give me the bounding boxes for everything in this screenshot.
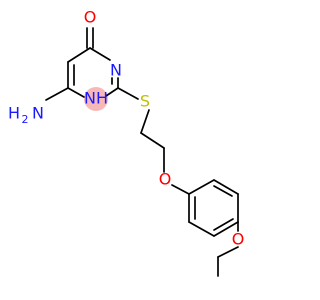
carbonyl-bond xyxy=(86,27,94,49)
atom-ethoxy-oxygen: O xyxy=(232,230,245,249)
molecule-structure-drawing: O N N H H 2 N S O O xyxy=(8,8,245,277)
atom-carbonyl-oxygen: O xyxy=(84,8,97,27)
benzene-inner-2 xyxy=(213,218,234,231)
bond-o-ch2 xyxy=(217,246,239,258)
ethoxy-group xyxy=(217,221,239,277)
bond-c6-nh2 xyxy=(45,87,69,101)
atom-amine-nitrogen: N xyxy=(32,104,44,123)
atom-thioether-sulfur: S xyxy=(140,92,150,111)
bond-ch2-ch2 xyxy=(140,132,165,149)
benzene-bond-3 xyxy=(213,221,239,237)
benzene-bond-5 xyxy=(213,179,239,195)
bond-s-ch2 xyxy=(140,109,150,134)
bond-c2-s xyxy=(117,87,139,100)
benzene-bond-2 xyxy=(188,221,215,237)
atom-ring-nitrogen-top: N xyxy=(110,61,122,80)
atom-amine-hydrogen: H xyxy=(8,104,20,123)
bond-n3-c4 xyxy=(89,47,111,61)
bond-c4-c5 xyxy=(67,47,91,63)
atom-amine-subscript: 2 xyxy=(22,113,29,126)
bond-c6-n1 xyxy=(67,87,85,98)
benzene-bond-6 xyxy=(188,179,215,195)
ethyl-linker xyxy=(140,109,165,173)
benzene-ring xyxy=(188,179,239,237)
bond-o-aryl xyxy=(171,184,190,195)
atom-ring-nh-hydrogen: H xyxy=(96,89,108,108)
bond-n1-c2 xyxy=(105,87,119,97)
atom-ring-nitrogen-nh: N xyxy=(84,89,96,108)
atom-ether-oxygen: O xyxy=(159,170,172,189)
benzene-inner-3 xyxy=(213,185,233,197)
ring-nh-highlight xyxy=(84,87,108,111)
pyrimidinone-ring xyxy=(67,47,119,98)
